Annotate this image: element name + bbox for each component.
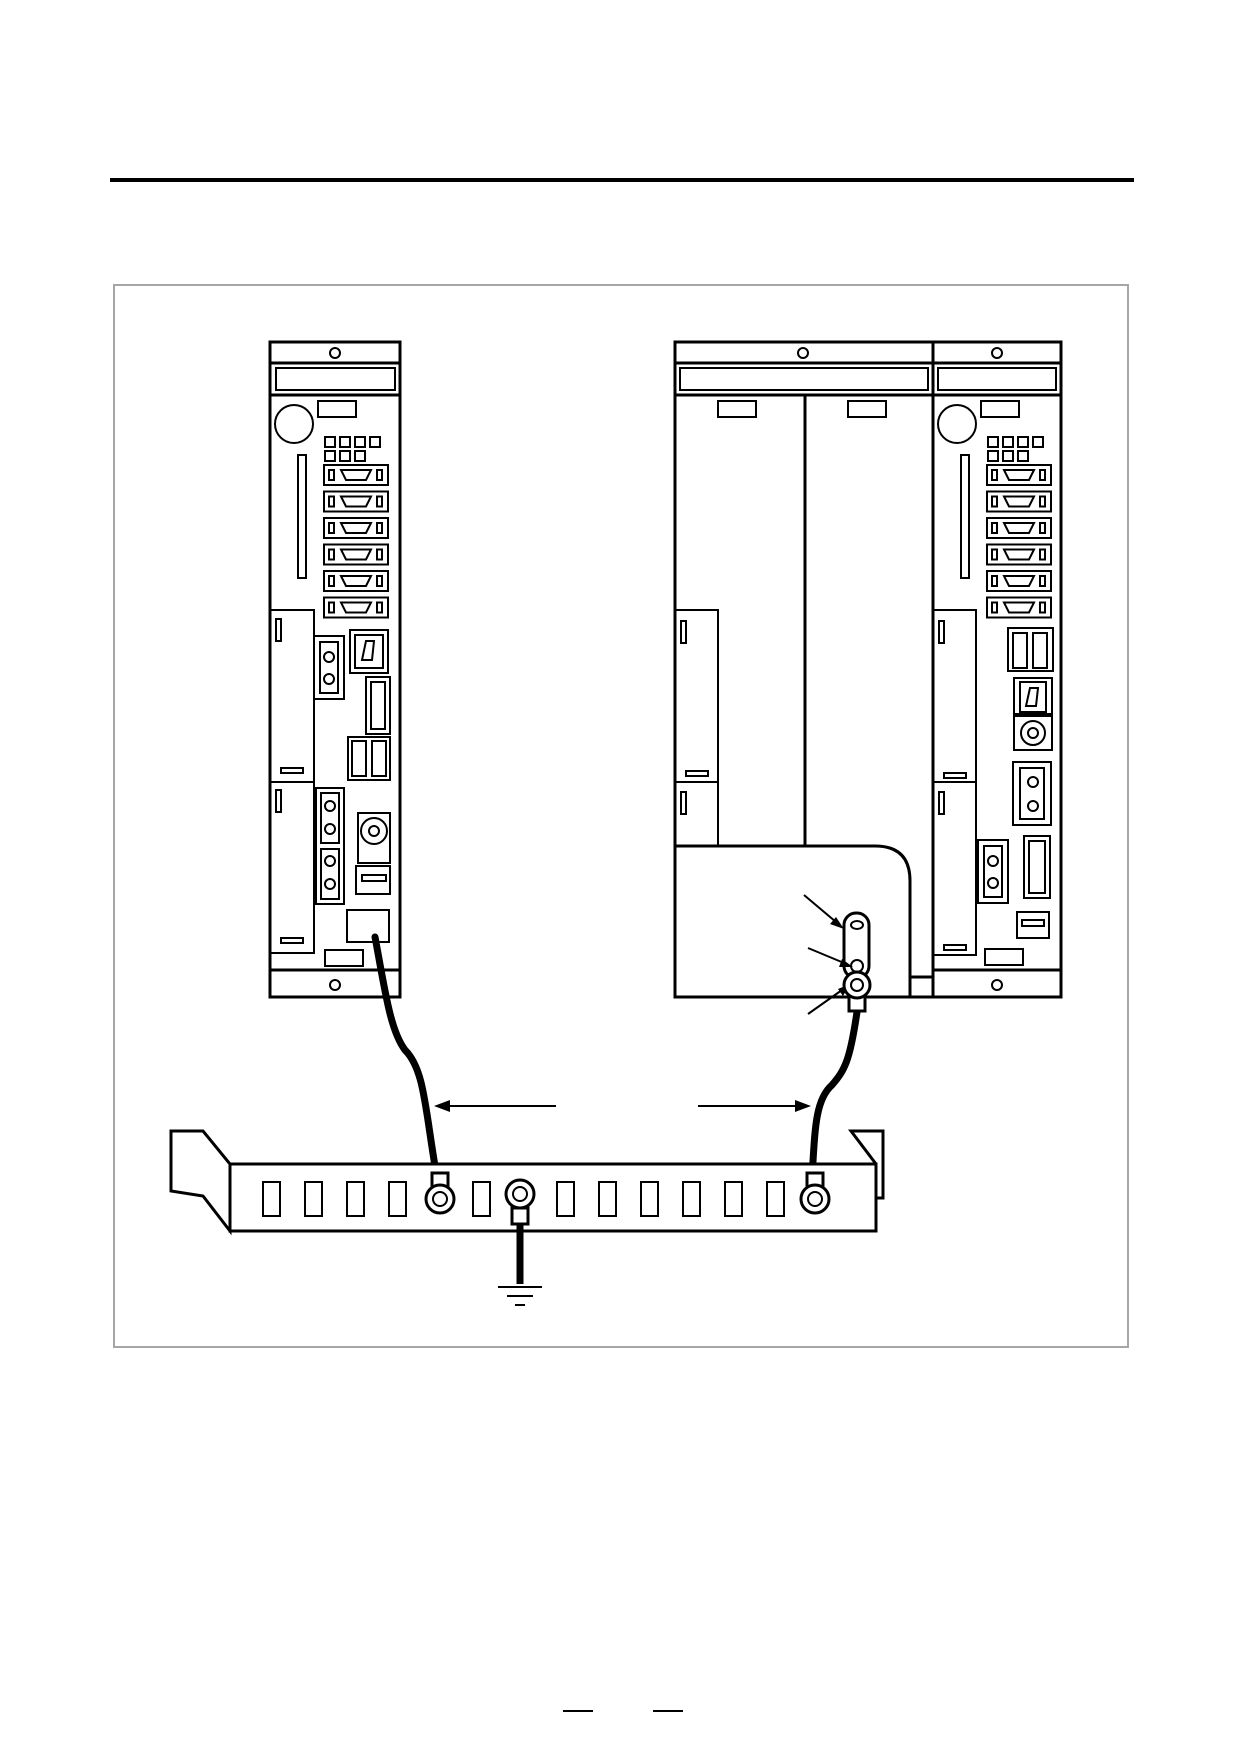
- ring-terminal-icon: [799, 1171, 831, 1215]
- ground-bar-slot: [304, 1181, 323, 1217]
- connector-port: [986, 596, 1052, 619]
- ground-bar-slot: [766, 1181, 785, 1217]
- connector-column: [323, 464, 389, 619]
- ground-bar-slot: [388, 1181, 407, 1217]
- footer-dash: [653, 1710, 683, 1712]
- arrow-icon: [434, 1100, 556, 1112]
- connector-port: [986, 517, 1052, 539]
- ground-bar-slot: [640, 1181, 659, 1217]
- screw-icon: [991, 979, 1003, 991]
- screw-icon: [329, 347, 341, 359]
- connector-port: [986, 490, 1052, 513]
- connector-port: [323, 570, 389, 592]
- connector-port: [323, 490, 389, 513]
- ground-bar-slot: [472, 1181, 491, 1217]
- connector-column: [986, 464, 1052, 619]
- knob-icon: [937, 404, 977, 444]
- header-rule: [110, 178, 1134, 182]
- ground-bar: [169, 1129, 885, 1284]
- screw-icon: [991, 347, 1003, 359]
- arrow-icon: [698, 1100, 811, 1112]
- connector-port: [323, 464, 389, 486]
- ground-icon: [498, 1286, 542, 1306]
- ground-bar-slot: [262, 1181, 281, 1217]
- ring-terminal-icon: [424, 1171, 456, 1215]
- connector-port: [986, 464, 1052, 486]
- connector-port: [323, 543, 389, 566]
- ground-bar-slot: [556, 1181, 575, 1217]
- ground-bar-slot: [724, 1181, 743, 1217]
- footer-dash: [563, 1710, 593, 1712]
- ground-bar-slot: [598, 1181, 617, 1217]
- connector-port: [323, 517, 389, 539]
- knob-icon: [274, 404, 314, 444]
- left-ground-cable: [371, 933, 441, 1182]
- connector-port: [986, 570, 1052, 592]
- connector-port: [323, 596, 389, 619]
- ring-terminal-icon: [504, 1178, 536, 1284]
- screw-icon: [797, 347, 809, 359]
- connector-port: [986, 543, 1052, 566]
- ring-terminal-icon: [842, 970, 872, 1013]
- left-unit: [268, 340, 402, 999]
- right-unit-assembly: [673, 340, 1063, 1015]
- figure-frame: [113, 284, 1129, 1348]
- right-ground-cable: [808, 1008, 861, 1182]
- ground-bar-slot: [682, 1181, 701, 1217]
- ground-bar-slot: [346, 1181, 365, 1217]
- screw-icon: [329, 979, 341, 991]
